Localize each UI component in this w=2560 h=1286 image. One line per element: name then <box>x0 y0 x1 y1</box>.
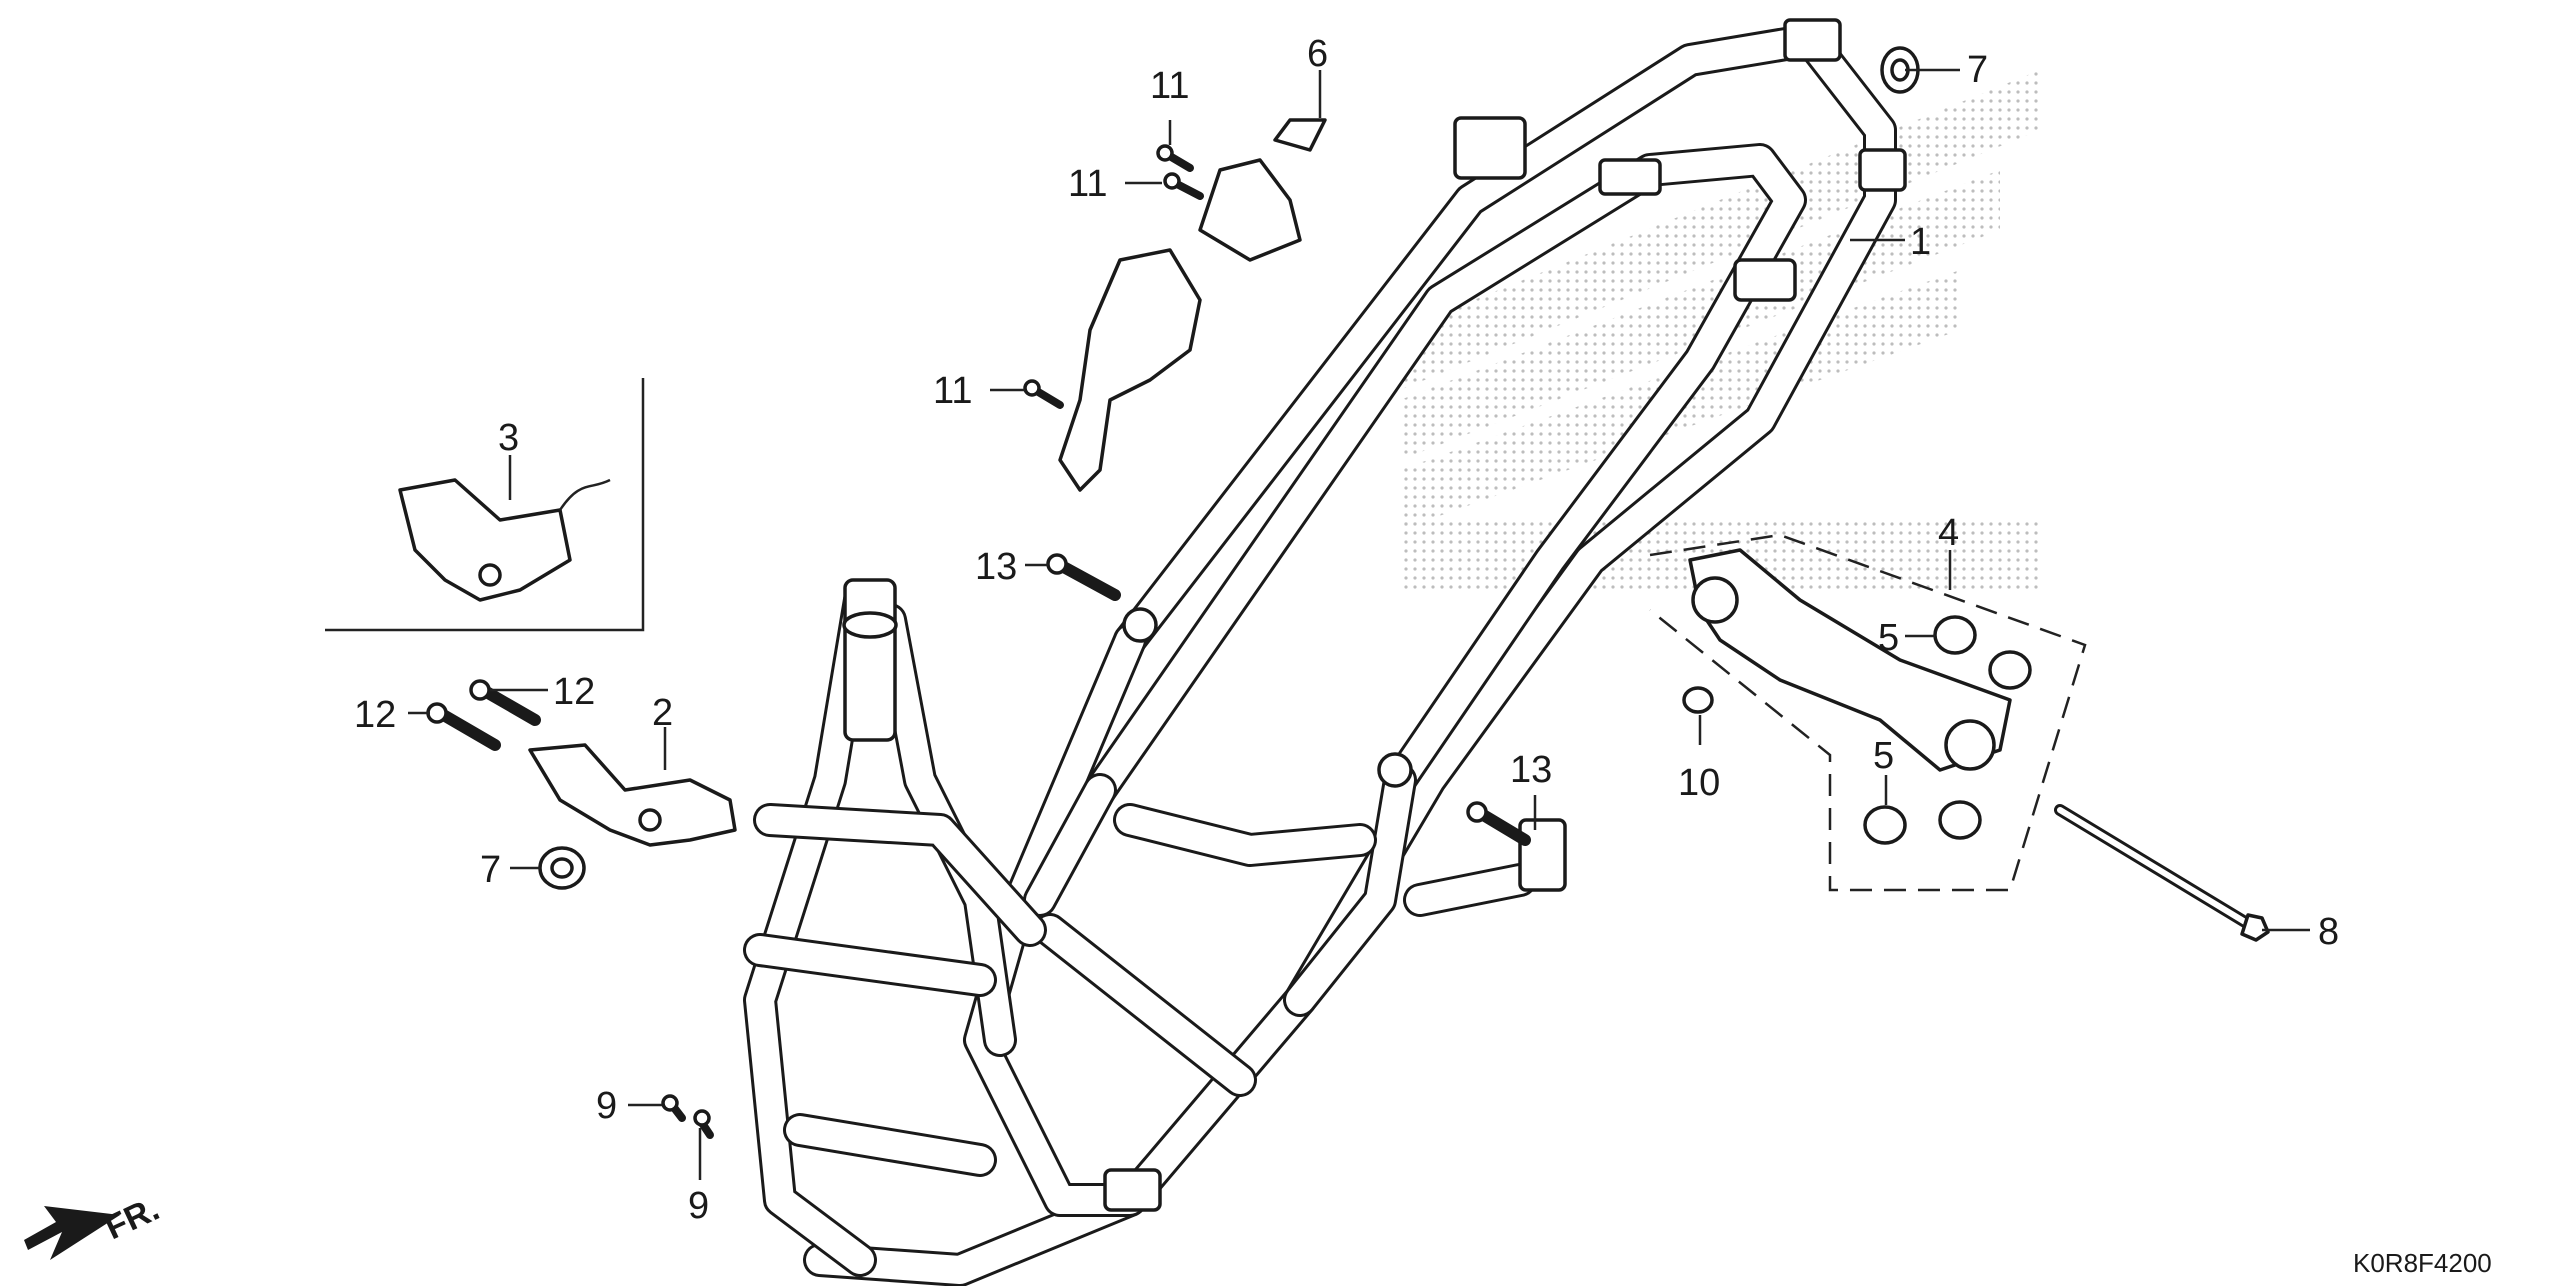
callout-13b: 13 <box>1510 749 1552 791</box>
callout-9b: 9 <box>688 1185 709 1227</box>
callout-12a: 12 <box>354 694 396 736</box>
callout-6: 6 <box>1307 33 1328 75</box>
callout-11c: 11 <box>933 370 972 412</box>
screw-part-11-c <box>1023 379 1064 409</box>
screw-part-11-a <box>1156 144 1194 172</box>
callout-7b: 7 <box>480 849 501 891</box>
screw-part-9-a <box>661 1094 686 1122</box>
callout-11a: 11 <box>1150 65 1189 107</box>
callout-12b: 12 <box>553 671 595 713</box>
bolt-part-13-b <box>1466 801 1531 846</box>
screw-part-11-b <box>1163 172 1204 200</box>
front-arrow-icon: FR. <box>24 1190 165 1260</box>
callout-4: 4 <box>1938 512 1959 554</box>
callout-13a: 13 <box>975 546 1017 588</box>
bolt-part-8 <box>2054 804 2270 942</box>
callout-8: 8 <box>2318 911 2339 953</box>
callout-2: 2 <box>652 692 673 734</box>
bolt-part-12-b <box>469 679 541 726</box>
diagram-code: K0R8F4200 <box>2353 1248 2492 1278</box>
bracket-part-2 <box>528 743 737 847</box>
callout-7a: 7 <box>1967 49 1988 91</box>
bracket-part-6 <box>1058 118 1327 492</box>
callout-3: 3 <box>498 417 519 459</box>
callout-5a: 5 <box>1878 617 1899 659</box>
leader-lines <box>408 68 2310 1180</box>
screw-part-9-b <box>693 1109 714 1139</box>
torque-link-part-4 <box>1649 533 2087 892</box>
bolt-part-12-a <box>426 702 501 751</box>
callout-5b: 5 <box>1873 735 1894 777</box>
callout-11b: 11 <box>1068 163 1107 205</box>
callout-9a: 9 <box>596 1085 617 1127</box>
inset-box-part-3 <box>325 378 645 632</box>
callout-10: 10 <box>1678 762 1720 804</box>
bolt-part-13-a <box>1046 553 1121 601</box>
callout-1: 1 <box>1910 221 1931 263</box>
front-label: FR. <box>99 1190 165 1248</box>
frame-body-1 <box>743 18 1907 1286</box>
grommet-part-7-b <box>538 846 586 890</box>
